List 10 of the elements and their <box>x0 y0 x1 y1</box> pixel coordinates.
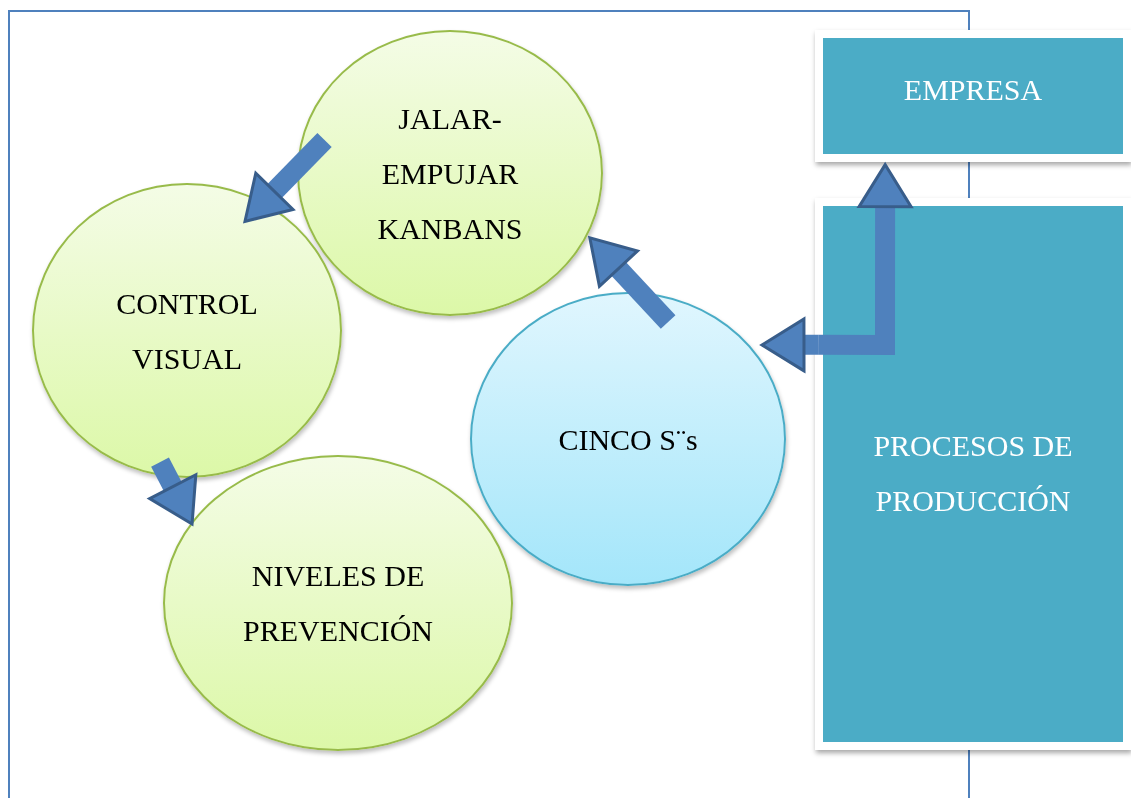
block-arrow <box>760 317 819 373</box>
node-label: JALAR- EMPUJAR KANBANS <box>376 100 524 247</box>
node-label: NIVELES DE PREVENCIÓN <box>242 558 434 649</box>
block-arrow <box>148 457 198 526</box>
block-arrow <box>588 236 676 329</box>
block-arrow <box>818 163 913 356</box>
node-label: EMPRESA <box>903 72 1043 108</box>
node-label: CONTROL VISUAL <box>115 285 259 377</box>
node-label: CINCO S¨s <box>558 421 698 458</box>
node-label: PROCESOS DE PRODUCCIÓN <box>872 428 1074 519</box>
